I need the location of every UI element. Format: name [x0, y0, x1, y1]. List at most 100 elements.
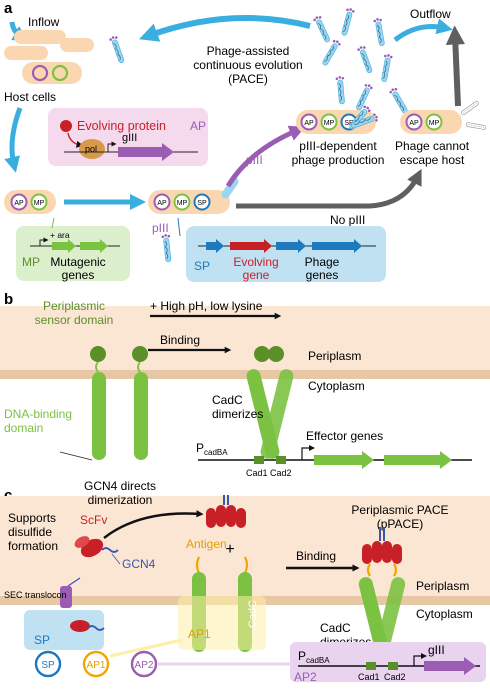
ppace-line2: (pPACE) — [377, 517, 423, 531]
cad2-b: Cad2 — [270, 468, 292, 478]
ap-box-tag: AP — [190, 119, 206, 133]
pace-title-line1: Phage-assisted — [207, 44, 290, 58]
gcn4-directs-line1: GCN4 directs — [84, 479, 156, 493]
sp-box: SP Evolving gene Phage genes — [186, 226, 386, 282]
panel-b: b Periplasmic sensor domain + High pH, l… — [0, 291, 490, 478]
no-escape-line2: escape host — [400, 153, 465, 167]
mp-genes-line1: Mutagenic — [50, 255, 105, 269]
dimerization-arrow — [103, 510, 204, 539]
dimerizes-b-line2: dimerizes — [212, 407, 263, 421]
sec-translocon — [60, 586, 72, 608]
dimerizes-b-line1: CadC — [212, 393, 243, 407]
host-cells: Host cells — [4, 30, 94, 104]
cadc-label-c: CadC — [247, 600, 259, 628]
cadc-dimer-b — [246, 346, 294, 459]
ppace-line1: Periplasmic PACE — [351, 503, 448, 517]
no-escape-line1: Phage cannot — [395, 139, 470, 153]
cadc-label-b: CadC — [117, 404, 129, 432]
ap-pol-label: pol — [85, 144, 97, 154]
sp-label-c: SP — [34, 633, 50, 647]
plasmid-mp-middle: MP — [177, 200, 188, 207]
panel-label-a: a — [4, 0, 13, 17]
panel-label-b: b — [4, 291, 13, 308]
plasmid-mp-left: MP — [34, 200, 45, 207]
mp-genes-line2: genes — [62, 268, 95, 282]
binding-label-c: Binding — [296, 549, 336, 563]
plasmid-ap2-c: AP2 — [135, 660, 154, 671]
cadc-monomers: CadC — [90, 346, 148, 460]
effector-label: Effector genes — [306, 429, 383, 443]
sec-label: SEC translocon — [4, 590, 67, 600]
sp-box-tag: SP — [194, 259, 210, 273]
ap-evolving-protein: Evolving protein — [77, 119, 166, 133]
panel-label-c: c — [4, 487, 12, 504]
piii-phage-label: pIII — [152, 221, 169, 235]
scfv-label: ScFv — [80, 513, 107, 527]
sp-evolving-line2: gene — [243, 268, 270, 282]
scfv-dimer — [206, 495, 246, 528]
sensor-line1: Periplasmic — [43, 299, 105, 313]
periplasm-label-b: Periplasm — [308, 349, 361, 363]
plasmid-mp-noescape: MP — [429, 120, 440, 127]
piii-arrow-label: pIII — [246, 153, 263, 167]
pace-title-line3: (PACE) — [228, 72, 268, 86]
ap-box: Evolving protein AP pol gIII — [48, 108, 208, 166]
no-piii-label: No pIII — [330, 213, 365, 227]
disulfide-line2: disulfide — [8, 525, 52, 539]
cytoplasm-label-b: Cytoplasm — [308, 379, 365, 393]
sensor-line2: sensor domain — [35, 313, 114, 327]
membrane-band-b — [0, 370, 490, 379]
host-cells-label: Host cells — [4, 90, 56, 104]
cad1-c: Cad1 — [358, 672, 380, 682]
cell-production: AP MP SP — [296, 103, 380, 134]
host-to-cell-arrow — [4, 107, 23, 173]
plasmid-mp-prod: MP — [324, 120, 335, 127]
cell-left: AP MP — [4, 190, 56, 214]
dna-binding-line1: DNA-binding — [4, 407, 72, 421]
condition-label: + High pH, low lysine — [150, 299, 263, 313]
ap-gene-label: gIII — [122, 132, 137, 144]
ap1-box — [178, 596, 266, 650]
phage-reinfection-arrow — [138, 15, 311, 42]
promoter-c: PcadBA — [298, 649, 330, 665]
plus-sign: + — [225, 541, 234, 558]
no-piii-arrow — [236, 168, 422, 209]
periplasm-label-c: Periplasm — [416, 579, 469, 593]
outflow-arrow — [393, 18, 453, 43]
plasmid-ap1-c: AP1 — [87, 660, 106, 671]
disulfide-line1: Supports — [8, 511, 56, 525]
sp-evolving-line1: Evolving — [233, 255, 278, 269]
gcn4-directs-line2: dimerization — [88, 493, 153, 507]
pace-title-line2: continuous evolution — [193, 58, 302, 72]
production-line2: phage production — [292, 153, 385, 167]
mp-ara: + ara — [50, 230, 70, 240]
plasmid-ap-left: AP — [14, 200, 24, 207]
sp-box-c: SP — [24, 610, 105, 650]
production-line1: pIII-dependent — [299, 139, 377, 153]
cytoplasm-label-c: Cytoplasm — [416, 607, 473, 621]
outflow-label: Outflow — [410, 7, 451, 21]
gcn4-label: GCN4 — [122, 557, 156, 571]
ap1-box-label: AP1 — [188, 627, 211, 641]
antigen-label: Antigen — [186, 537, 227, 551]
plasmid-sp-c: SP — [41, 660, 55, 671]
cell-no-escape: AP MP — [400, 100, 487, 134]
washout-arrow — [445, 25, 465, 107]
dimerizes-c-line1: CadC — [320, 621, 351, 635]
piii-arrow — [225, 125, 306, 188]
binding-label-b: Binding — [160, 333, 200, 347]
mp-box: + ara MP Mutagenic genes — [16, 226, 130, 282]
sp-phage-line2: genes — [306, 268, 339, 282]
inflow-label: Inflow — [28, 15, 60, 29]
panel-c: c Supports disulfide formation ScFv GCN4… — [0, 479, 490, 684]
panel-a: a Inflow Outflow Phage-assisted continuo… — [4, 0, 487, 282]
plasmid-sp-middle: SP — [197, 200, 207, 207]
dna-binding-line2: domain — [4, 421, 43, 435]
scfv-monomer — [74, 536, 119, 558]
cad2-c: Cad2 — [384, 672, 406, 682]
promoter-b: PcadBA — [196, 441, 228, 457]
plasmid-ap-prod: AP — [304, 120, 314, 127]
plasmids-c: SP AP1 AP2 — [34, 638, 290, 678]
